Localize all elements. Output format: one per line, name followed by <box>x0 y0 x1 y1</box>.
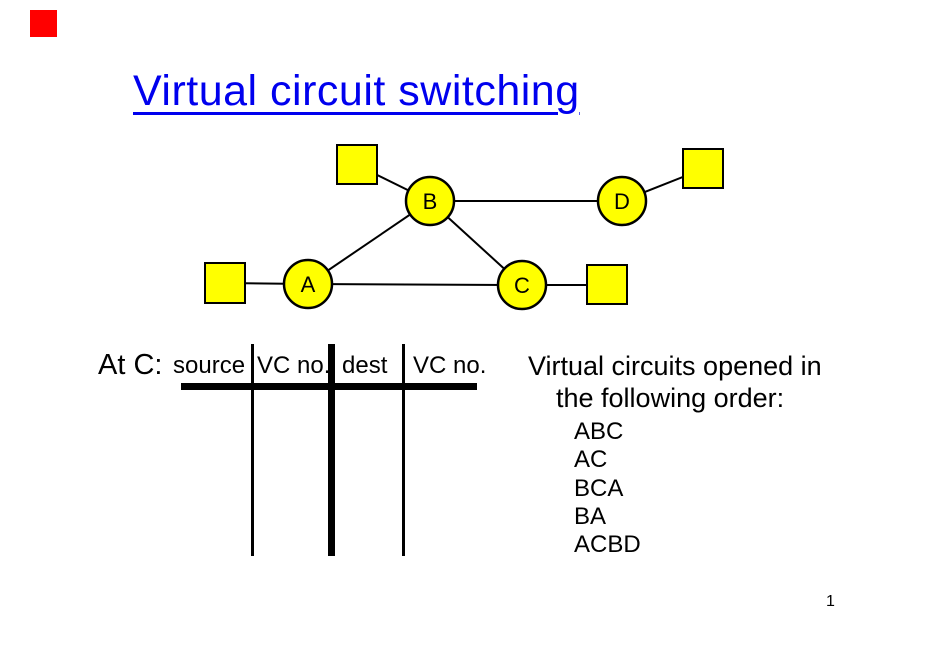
vc-order-item: BA <box>574 502 607 530</box>
host-square-top-right <box>682 148 724 189</box>
table-header-dest: dest <box>342 352 388 379</box>
corner-red-square <box>30 10 57 37</box>
page-number: 1 <box>826 593 835 610</box>
table-column-divider-2 <box>402 344 405 556</box>
node-b-label: B <box>423 189 438 214</box>
table-header-vc-no-2: VC no. <box>413 352 487 379</box>
switch-nodes <box>282 175 648 311</box>
table-header-vc-no-1: VC no. <box>257 352 331 379</box>
node-a-label: A <box>301 272 316 297</box>
node-b-circle <box>404 175 456 227</box>
table-header-rule <box>181 383 477 390</box>
vc-order-item: ACBD <box>574 531 641 559</box>
table-column-divider-1 <box>251 344 254 556</box>
node-a-circle <box>282 258 334 310</box>
vc-order-item: AC <box>574 446 608 474</box>
host-square-left <box>204 262 246 304</box>
node-c-label: C <box>514 273 530 298</box>
node-d-circle <box>596 175 648 227</box>
node-c-circle <box>496 259 548 311</box>
vc-order-item: ABC <box>574 418 624 445</box>
node-d-label: D <box>614 189 630 214</box>
host-square-top-left <box>336 144 378 185</box>
host-squares <box>204 144 724 305</box>
link-A-C <box>307 283 523 286</box>
table-column-divider-thick <box>328 344 335 556</box>
vc-order-item: BCA <box>574 474 624 502</box>
table-header-source: source <box>173 352 246 379</box>
notes-heading-line2: the following order: <box>556 383 785 413</box>
notes-heading-line1: Virtual circuits opened in <box>528 351 822 381</box>
vc-order-list: ABC AC BCA BA ACBD <box>574 418 641 559</box>
table-caption: At C: <box>98 349 163 381</box>
slide-title: Virtual circuit switching <box>133 67 580 115</box>
host-square-right <box>586 264 628 305</box>
node-labels: A B C D <box>301 189 630 298</box>
